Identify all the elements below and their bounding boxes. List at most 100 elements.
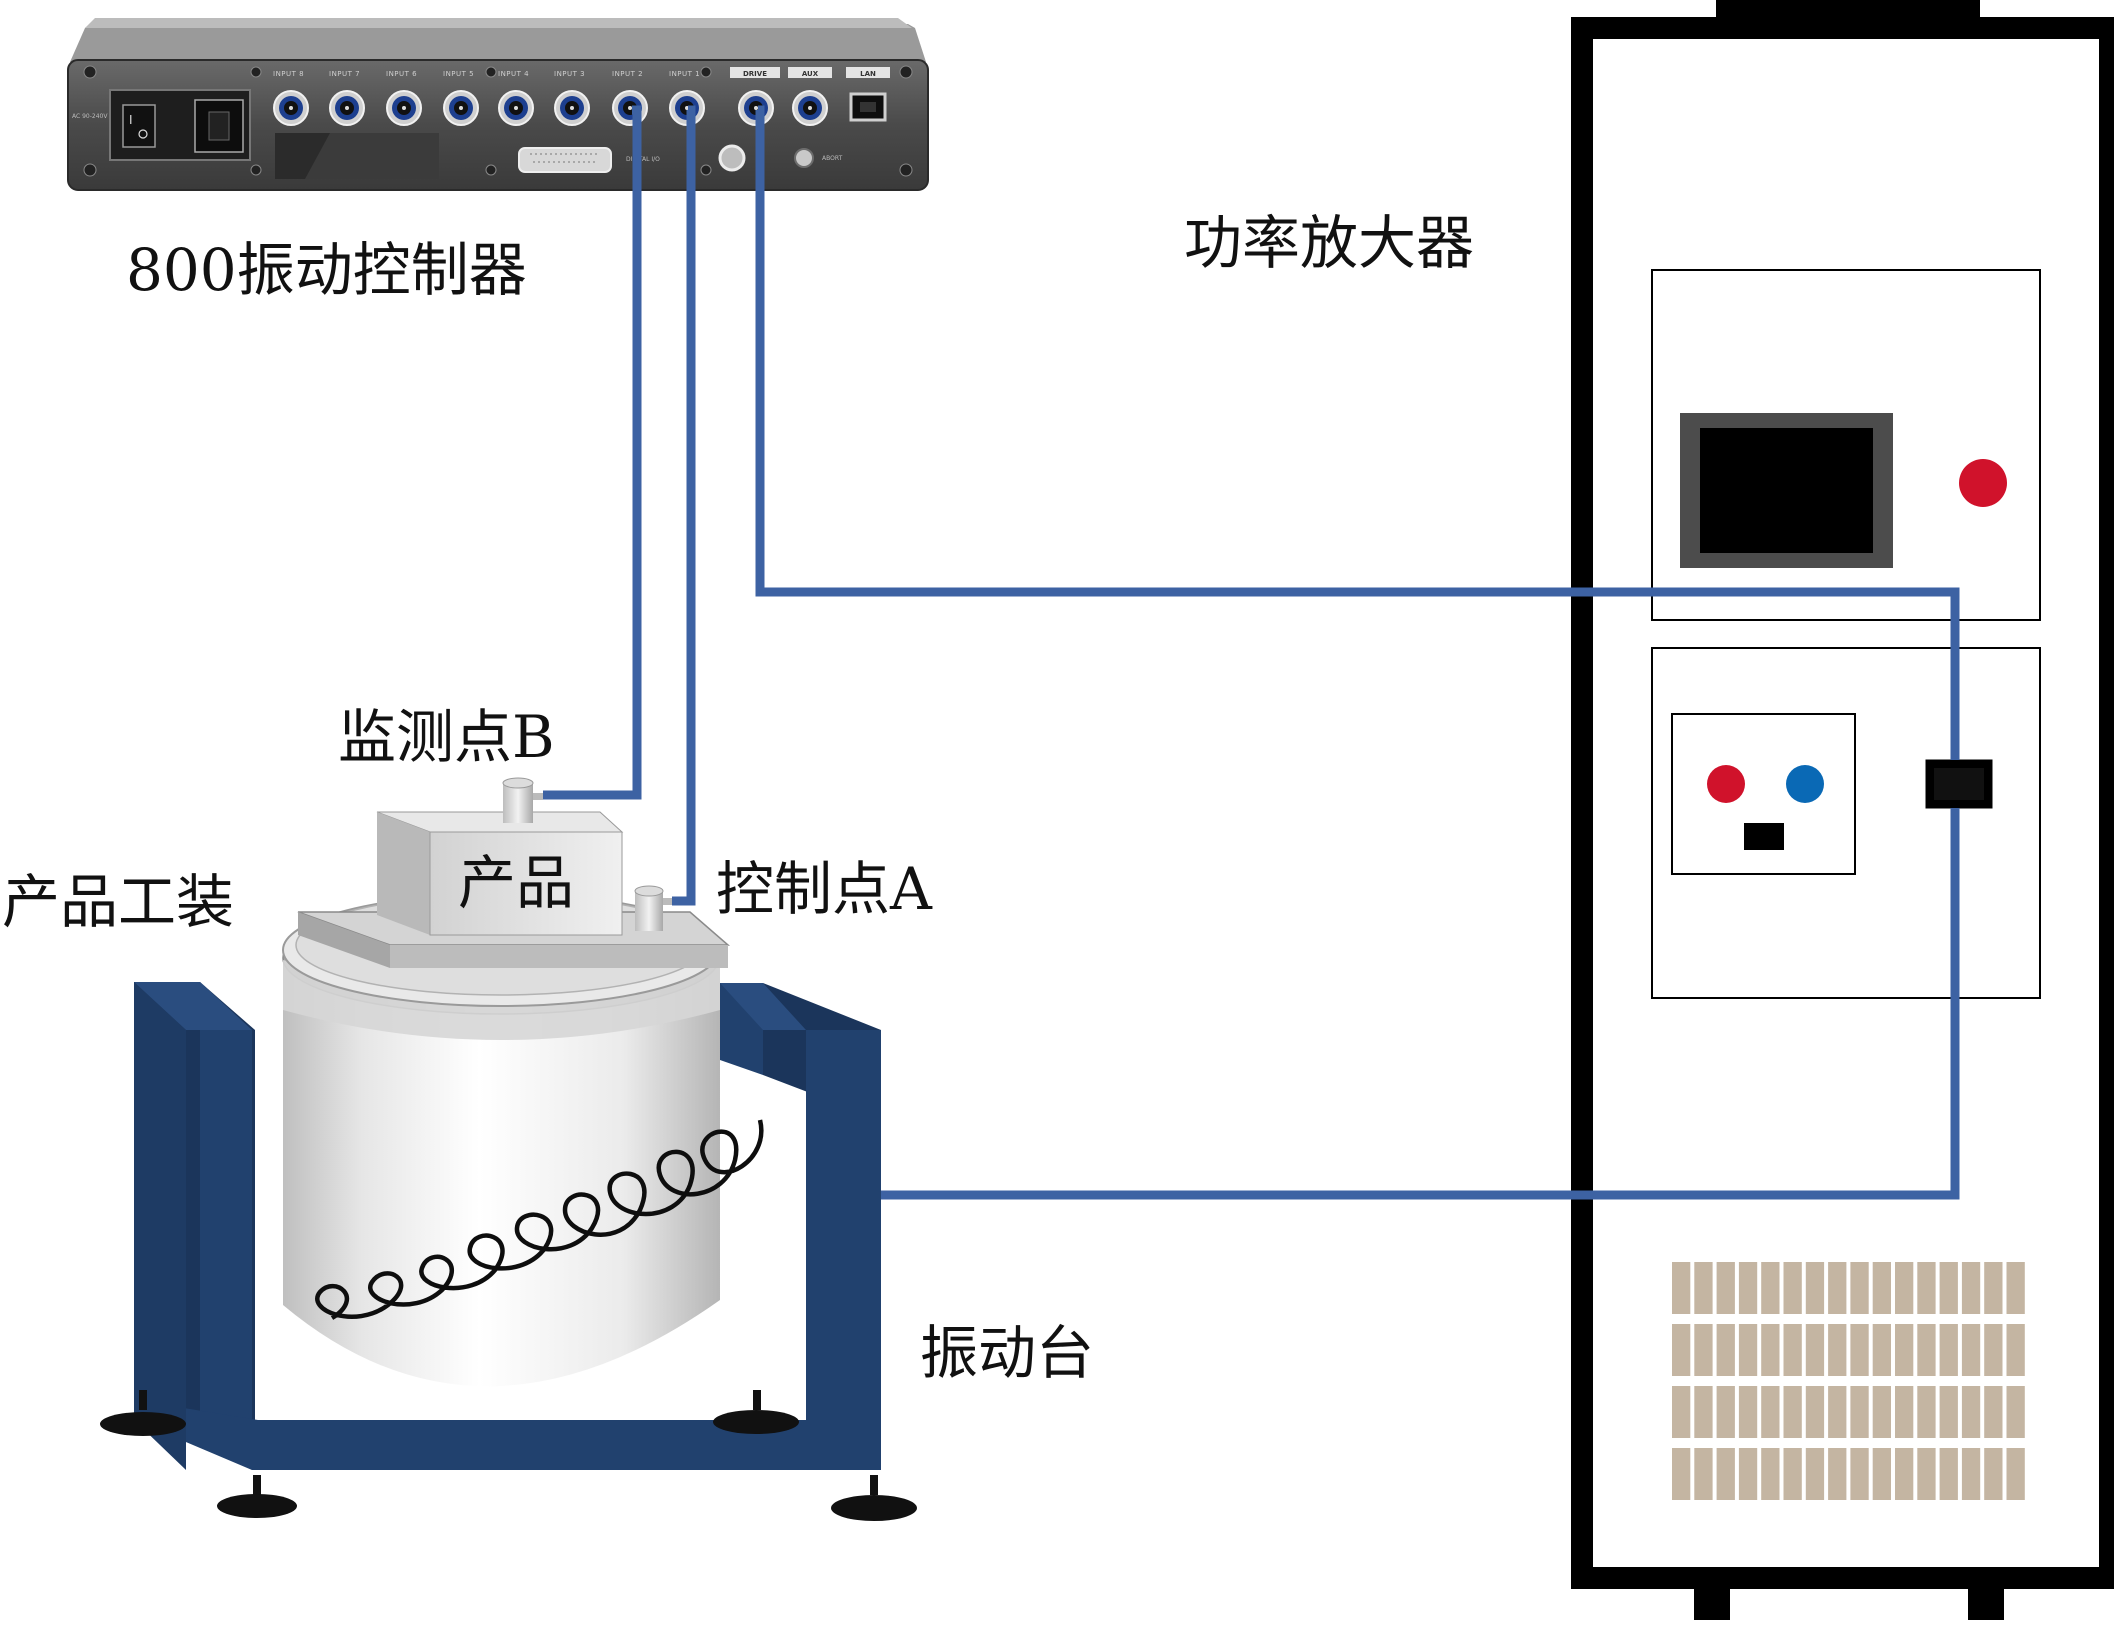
abort-connector[interactable] xyxy=(794,148,814,168)
vent-slot xyxy=(1805,1262,1825,1314)
input-port-label: INPUT 4 xyxy=(498,70,529,78)
vent-slot xyxy=(1805,1386,1825,1438)
amplifier-label: 功率放大器 xyxy=(1184,209,1475,277)
shaker-feet xyxy=(100,1390,917,1521)
cables xyxy=(543,105,1960,1200)
amp-terminal-red-icon xyxy=(1707,765,1745,803)
vent-slot xyxy=(2006,1262,2025,1314)
vent-slot xyxy=(1761,1324,1780,1376)
input-port-label: INPUT 8 xyxy=(273,70,304,78)
vent-slot xyxy=(1783,1386,1802,1438)
vent-slot xyxy=(1961,1262,1981,1314)
bnc-input-5[interactable] xyxy=(443,90,479,126)
vent-slot xyxy=(1939,1386,1958,1438)
vent-slot xyxy=(1672,1262,1691,1314)
bnc-input-8[interactable] xyxy=(273,90,309,126)
vent-slot xyxy=(2006,1386,2025,1438)
vent-slot xyxy=(1850,1262,1869,1314)
vent-slot xyxy=(1917,1324,1936,1376)
vent-slot xyxy=(1850,1386,1869,1438)
monitor-point-label: 监测点B xyxy=(338,703,555,771)
vent-slot xyxy=(1694,1386,1713,1438)
bnc-input-4[interactable] xyxy=(498,90,534,126)
vent-slot xyxy=(1738,1324,1758,1376)
power-amplifier xyxy=(1571,0,2114,1620)
vent-slot xyxy=(1738,1262,1758,1314)
vent-slot xyxy=(1716,1386,1735,1438)
product-label: 产品 xyxy=(458,849,575,917)
vent-slot xyxy=(1805,1448,1825,1500)
vent-slot xyxy=(1895,1448,1914,1500)
bnc-input-7[interactable] xyxy=(329,90,365,126)
vent-slot xyxy=(1672,1448,1691,1500)
amp-indicator-red-icon xyxy=(1959,459,2007,507)
vent-slot xyxy=(1694,1324,1713,1376)
vent-slot xyxy=(1761,1448,1780,1500)
svg-text:AC 90-240V: AC 90-240V xyxy=(72,113,108,120)
control-point-sensor xyxy=(634,885,672,931)
vent-slot xyxy=(1939,1324,1958,1376)
vent-slot xyxy=(1828,1324,1847,1376)
drive-port-label: DRIVE xyxy=(743,70,767,78)
vent-slot xyxy=(1872,1262,1891,1314)
vent-slot xyxy=(1828,1448,1847,1500)
vent-slot xyxy=(1895,1386,1914,1438)
cable-drive-to-amp xyxy=(755,105,1960,760)
input-port-label: INPUT 1 xyxy=(669,70,700,78)
abort-label: ABORT xyxy=(822,155,843,162)
shaker-label: 振动台 xyxy=(920,1319,1095,1387)
bnc-input-6[interactable] xyxy=(386,90,422,126)
vent-slot xyxy=(1939,1448,1958,1500)
vent-slot xyxy=(1716,1324,1735,1376)
cable-control-a xyxy=(672,105,696,906)
shaker-coil-spring xyxy=(315,1119,764,1320)
lan-port-label-box xyxy=(846,67,890,78)
vent-slot xyxy=(1738,1386,1758,1438)
amp-vent-grille xyxy=(1672,1262,2025,1500)
vent-slot xyxy=(2006,1448,2025,1500)
digital-io-port[interactable] xyxy=(518,147,612,173)
vent-slot xyxy=(1716,1448,1735,1500)
vent-slot xyxy=(1895,1324,1914,1376)
vent-slot xyxy=(1961,1448,1981,1500)
vent-slot xyxy=(1761,1262,1780,1314)
vent-slot xyxy=(1917,1262,1936,1314)
abort-button[interactable] xyxy=(718,144,746,172)
product-block xyxy=(376,811,624,936)
cable-monitor-b xyxy=(543,105,642,800)
vent-slot xyxy=(1694,1262,1713,1314)
vent-slot xyxy=(1828,1262,1847,1314)
vent-slot xyxy=(1984,1386,2003,1438)
vent-slot xyxy=(1917,1448,1936,1500)
vent-slot xyxy=(1672,1324,1691,1376)
vent-slot xyxy=(1939,1262,1958,1314)
amp-terminal-blue-icon xyxy=(1786,765,1824,803)
control-point-label: 控制点A xyxy=(716,855,932,923)
aux-port-label-box xyxy=(788,67,832,78)
vent-slot xyxy=(1738,1448,1758,1500)
monitor-point-sensor xyxy=(502,777,543,823)
vent-slot xyxy=(1872,1386,1891,1438)
vent-slot xyxy=(1716,1262,1735,1314)
aux-port-label: AUX xyxy=(802,70,819,78)
digital-io-label: DIGITAL I/O xyxy=(626,156,660,163)
vent-slot xyxy=(1694,1448,1713,1500)
vent-slot xyxy=(1783,1324,1802,1376)
vent-slot xyxy=(2006,1324,2025,1376)
bnc-input-2[interactable] xyxy=(612,90,648,126)
vent-slot xyxy=(1872,1448,1891,1500)
vent-slot xyxy=(1828,1386,1847,1438)
power-switch[interactable] xyxy=(122,104,156,148)
vent-slot xyxy=(1872,1324,1891,1376)
vent-slot xyxy=(1961,1324,1981,1376)
vent-slot xyxy=(1961,1386,1981,1438)
controller-label: 800振动控制器 xyxy=(126,236,527,304)
input-port-label: INPUT 7 xyxy=(329,70,360,78)
vent-slot xyxy=(1783,1448,1802,1500)
vent-slot xyxy=(1917,1386,1936,1438)
input-port-label: INPUT 6 xyxy=(386,70,417,78)
bnc-aux[interactable] xyxy=(792,90,828,126)
bnc-input-3[interactable] xyxy=(554,90,590,126)
